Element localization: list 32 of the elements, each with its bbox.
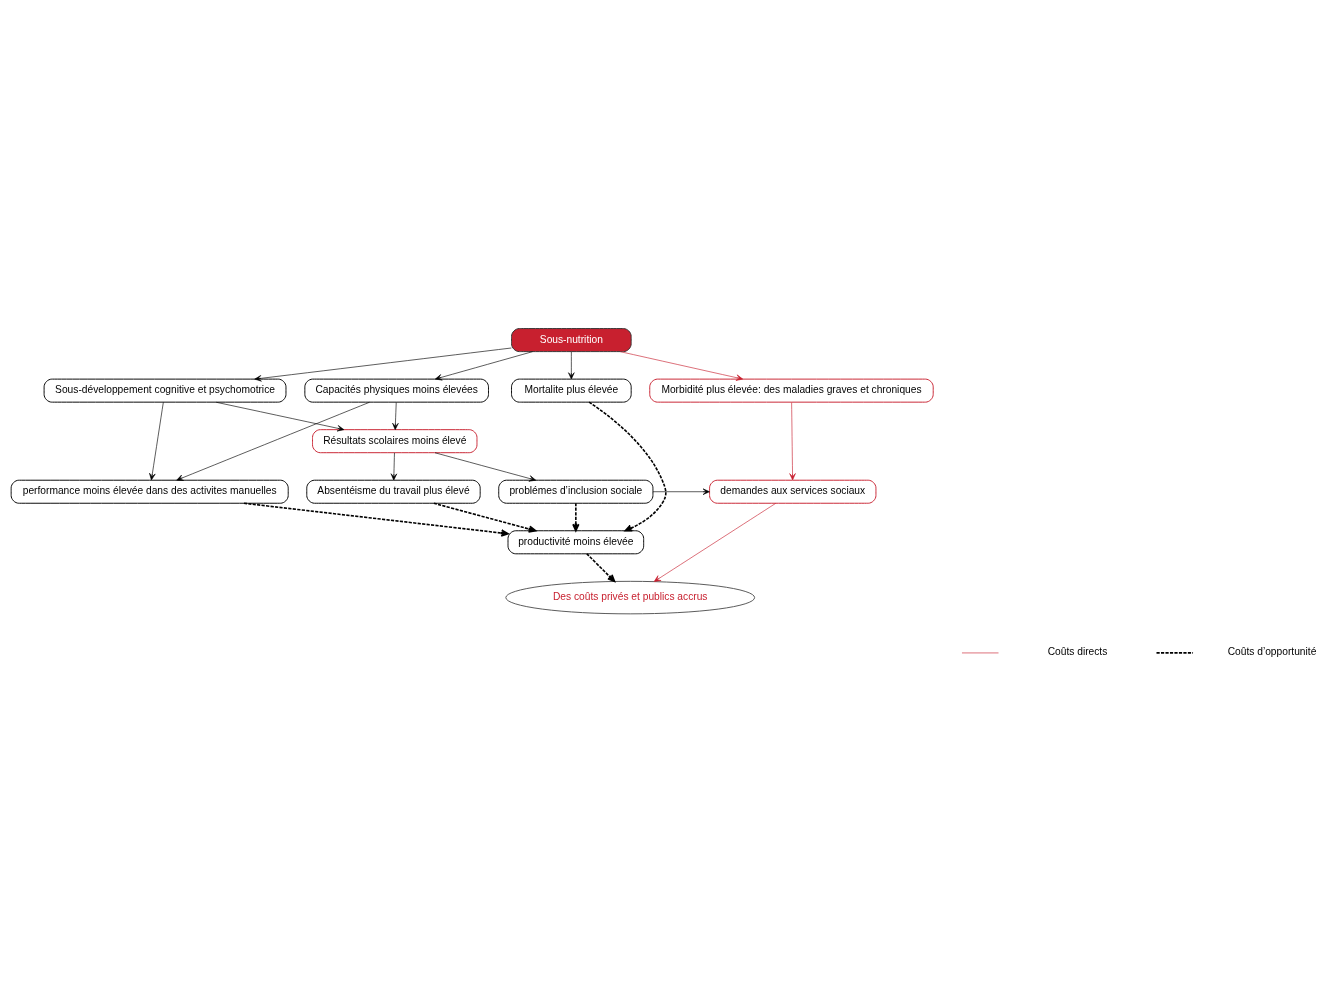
arrow: [149, 401, 164, 480]
node-box: problémes d’inclusion sociale: [498, 479, 654, 504]
arrow: [434, 451, 537, 482]
arrow: [254, 347, 512, 381]
arrow: [243, 501, 509, 537]
node-box: Sous-nutrition: [511, 327, 632, 352]
node-box: Morbidité plus élevée: des maladies graves et chroniques: [649, 378, 934, 403]
arrow: [390, 451, 398, 480]
node-box: Sous-développement cognitive et psychomotrice: [43, 378, 287, 403]
node-box: productivité moins élevée: [507, 529, 645, 554]
node-box: performance moins élevée dans des activites manuelles: [10, 479, 289, 504]
node-box: Mortalite plus élevée: [511, 378, 632, 403]
arrow: [435, 350, 533, 380]
node-ellipse: Des coûts privés et publics accrus: [505, 580, 756, 614]
arrow: [568, 350, 575, 379]
arrow: [176, 401, 370, 481]
arrow: [572, 502, 580, 532]
legend-label: Coûts d’opportunité: [1227, 645, 1317, 657]
arrow: [619, 350, 744, 381]
arrow: [789, 401, 796, 480]
node-box: Résultats scolaires moins élevé: [312, 428, 478, 453]
node-box: demandes aux services sociaux: [709, 479, 877, 504]
arrow: [392, 401, 399, 430]
arrow: [586, 552, 616, 582]
arrow: [653, 502, 776, 582]
arrow: [215, 401, 345, 431]
node-box: Absentéisme du travail plus élevé: [306, 479, 481, 504]
legend-label: Coûts directs: [1047, 645, 1108, 657]
node-box: Capacités physiques moins élevées: [304, 378, 489, 403]
arrow: [588, 400, 667, 532]
arrow: [433, 502, 537, 533]
arrow: [652, 488, 710, 495]
